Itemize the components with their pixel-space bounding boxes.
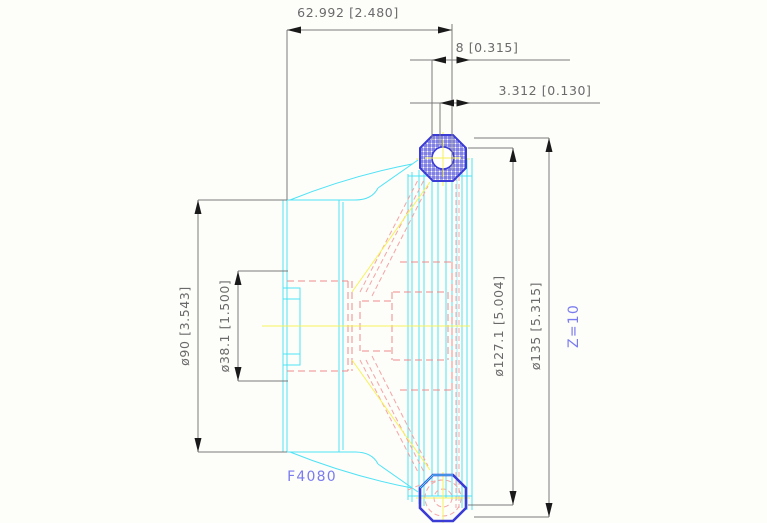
pulley-body-visible-edges xyxy=(282,158,473,510)
dimension-label-outer-diameter-90: ø90 [3.543] xyxy=(177,286,192,366)
bottom-hub xyxy=(418,473,468,523)
dimension-label-overall-width: 62.992 [2.480] xyxy=(297,5,399,20)
dimension-flange-offset xyxy=(410,30,570,150)
dimension-outside-diameter-135 xyxy=(474,137,553,518)
dimension-label-flange-offset: 8 [0.315] xyxy=(456,40,519,55)
dimension-pitch-diameter-127 xyxy=(468,147,517,506)
top-hub xyxy=(419,134,467,182)
part-number-label: F4080 xyxy=(287,469,337,485)
dimension-bore-diameter-38 xyxy=(234,270,288,382)
centerlines xyxy=(262,132,470,523)
dimension-label-bore-diameter-38: ø38.1 [1.500] xyxy=(217,280,232,373)
dimension-web-thickness xyxy=(410,99,600,145)
dimension-label-web-thickness: 3.312 [0.130] xyxy=(498,83,591,98)
dimension-outer-diameter-90 xyxy=(194,199,287,453)
dimension-label-outside-diameter-135: ø135 [5.315] xyxy=(528,282,543,370)
tooth-count-label: Z=10 xyxy=(566,304,582,348)
dimension-label-pitch-diameter-127: ø127.1 [5.004] xyxy=(491,275,506,376)
pulley-hidden-edges xyxy=(287,160,462,517)
